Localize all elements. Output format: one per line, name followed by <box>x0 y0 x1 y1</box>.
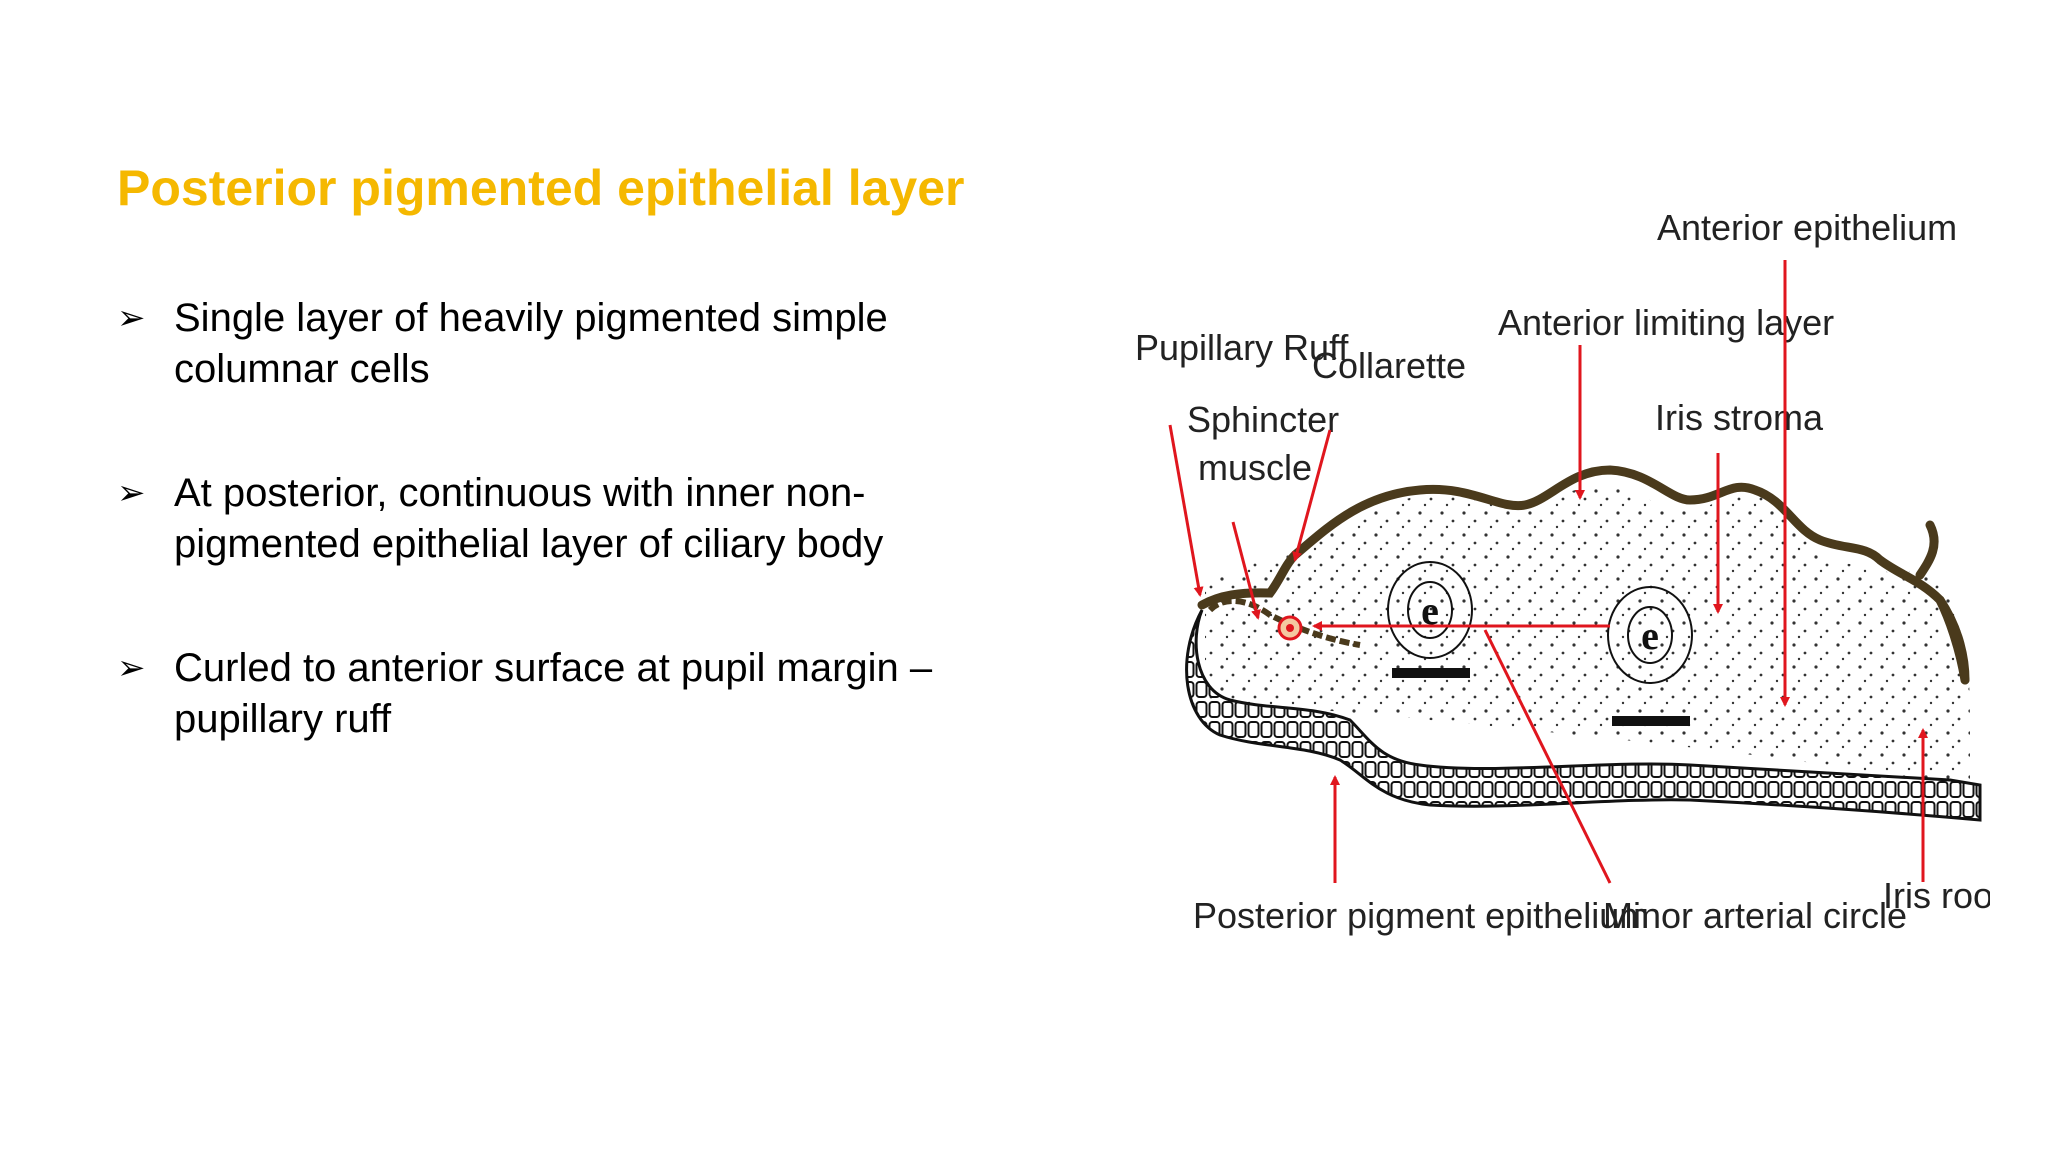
arrow-pupillary-ruff <box>1168 424 1204 597</box>
slide-title: Posterior pigmented epithelial layer <box>117 160 965 216</box>
vessel-1: e <box>1387 561 1473 678</box>
label-pupillary-ruff: Pupillary Ruff <box>1135 327 1349 368</box>
posterior-pigment-epithelium-band <box>1185 609 1982 822</box>
bullet-arrow-icon: ➢ <box>117 649 146 687</box>
pupillary-ruff-lining <box>1207 597 1361 648</box>
sphincter-muscle-core <box>1286 624 1294 632</box>
label-anterior-limiting-layer: Anterior limiting layer <box>1498 302 1834 343</box>
iris-diagram: e e Anterior epithelium Anterior limitin… <box>1135 207 1990 936</box>
label-iris-stroma: Iris stroma <box>1655 397 1824 438</box>
arrow-collarette <box>1292 429 1332 562</box>
bullet-arrow-icon: ➢ <box>117 299 146 337</box>
bullet-text: Curled to anterior surface at pupil marg… <box>174 646 933 741</box>
label-anterior-epithelium: Anterior epithelium <box>1657 207 1957 248</box>
label-sphincter: Sphincter <box>1187 399 1339 440</box>
label-muscle: muscle <box>1198 447 1312 488</box>
label-collarette: Collarette <box>1312 345 1466 386</box>
iris-stroma-region <box>1205 486 1970 790</box>
svg-text:e: e <box>1421 588 1439 633</box>
label-posterior-pigment-epithelium: Posterior pigment epithelium <box>1193 895 1649 936</box>
label-iris-root: Iris root <box>1883 875 1990 916</box>
bullet-arrow-icon: ➢ <box>117 474 146 512</box>
bullet-text: At posterior, continuous with inner non-… <box>174 471 884 566</box>
label-minor-arterial-circle: Minor arterial circle <box>1603 895 1907 936</box>
svg-text:e: e <box>1641 613 1659 658</box>
vessel-2: e <box>1607 586 1693 726</box>
arrow-minor-arterial-circle-2 <box>1483 629 1612 884</box>
arrow-sphincter-muscle <box>1231 521 1261 620</box>
annotation-arrows <box>1168 260 1928 884</box>
bullet-text: Single layer of heavily pigmented simple… <box>174 296 888 391</box>
iris-root-curl <box>1915 520 1970 685</box>
